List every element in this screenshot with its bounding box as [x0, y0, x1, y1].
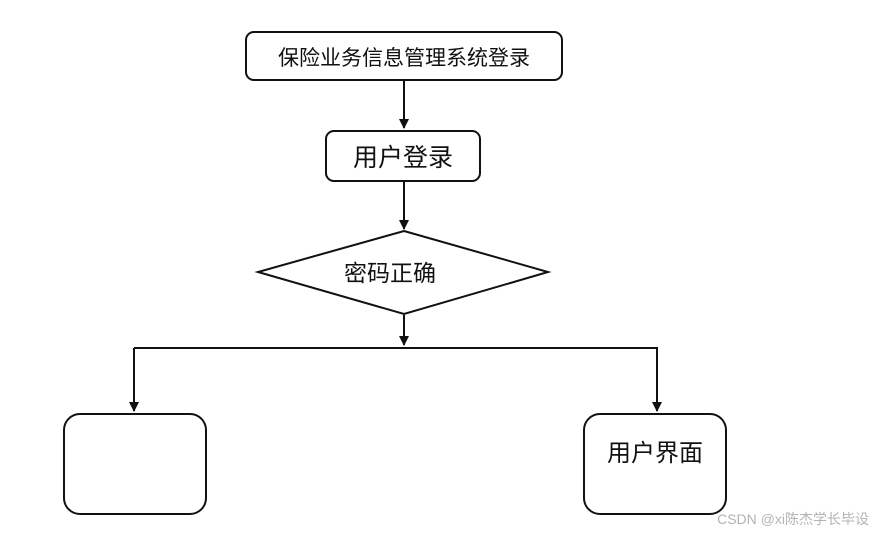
- left-box-node: [63, 413, 207, 515]
- system-login-node: 保险业务信息管理系统登录: [245, 31, 563, 81]
- user-interface-node: 用户界面: [583, 413, 727, 515]
- user-interface-label: 用户界面: [607, 439, 703, 467]
- password-check-decision: 密码正确: [254, 229, 552, 316]
- watermark: CSDN @xi陈杰学长毕设: [717, 511, 869, 527]
- user-login-label: 用户登录: [353, 143, 453, 172]
- password-check-label: 密码正确: [344, 261, 436, 287]
- system-login-label: 保险业务信息管理系统登录: [278, 46, 530, 70]
- user-login-node: 用户登录: [325, 130, 481, 182]
